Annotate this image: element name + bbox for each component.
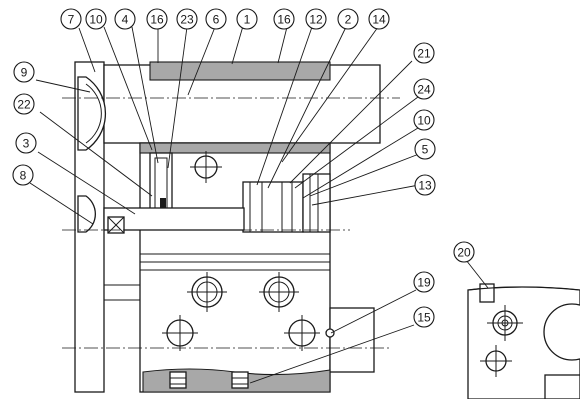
callout-2: 2 bbox=[337, 8, 359, 30]
callout-circle bbox=[12, 164, 34, 186]
detail-edge bbox=[544, 374, 580, 399]
callout-number: 6 bbox=[213, 13, 220, 27]
callout-12: 12 bbox=[305, 8, 327, 30]
bottom-screws bbox=[169, 371, 249, 389]
callout-number: 10 bbox=[417, 114, 431, 128]
callout-number: 10 bbox=[89, 13, 103, 27]
callout-number: 13 bbox=[418, 179, 432, 193]
callout-number: 22 bbox=[17, 98, 31, 112]
callout-23: 23 bbox=[176, 8, 198, 30]
callout-number: 24 bbox=[417, 83, 431, 97]
callout-circle bbox=[414, 174, 436, 196]
callout-circle bbox=[413, 78, 435, 100]
callout-circle bbox=[305, 8, 327, 30]
side-block bbox=[329, 307, 375, 373]
callout-7: 7 bbox=[60, 8, 82, 30]
callout-22: 22 bbox=[13, 93, 35, 115]
callout-circle bbox=[13, 93, 35, 115]
piston-rod bbox=[103, 207, 245, 231]
callout-1: 1 bbox=[236, 8, 258, 30]
callout-number: 14 bbox=[372, 13, 386, 27]
bushing-top-gray bbox=[149, 61, 331, 81]
set-screw bbox=[231, 371, 249, 389]
callout-14: 14 bbox=[368, 8, 390, 30]
callout-number: 20 bbox=[457, 246, 471, 260]
callout-13: 13 bbox=[414, 174, 436, 196]
rod-collar bbox=[302, 173, 331, 233]
callout-circle bbox=[60, 8, 82, 30]
callout-number: 12 bbox=[309, 13, 323, 27]
body-top-gray bbox=[139, 142, 331, 154]
callout-number: 15 bbox=[417, 311, 431, 325]
main-view bbox=[62, 61, 400, 393]
callout-number: 16 bbox=[150, 13, 164, 27]
detail-large-bore bbox=[543, 303, 580, 361]
callout-number: 3 bbox=[23, 137, 30, 151]
callout-circle bbox=[413, 271, 435, 293]
callout-10: 10 bbox=[413, 109, 435, 131]
callout-circle bbox=[114, 8, 136, 30]
callout-circle bbox=[146, 8, 168, 30]
callout-9: 9 bbox=[13, 61, 35, 83]
callout-20: 20 bbox=[453, 241, 475, 263]
bolt-holes bbox=[162, 151, 320, 351]
set-screw bbox=[169, 371, 187, 389]
callout-number: 8 bbox=[20, 169, 27, 183]
callout-circle bbox=[13, 61, 35, 83]
callout-24: 24 bbox=[413, 78, 435, 100]
callout-5: 5 bbox=[414, 138, 436, 160]
port-fitting bbox=[325, 328, 335, 338]
leader-lines bbox=[29, 25, 489, 384]
callout-number: 1 bbox=[244, 13, 251, 27]
callout-10: 10 bbox=[85, 8, 107, 30]
callout-3: 3 bbox=[15, 132, 37, 154]
callout-6: 6 bbox=[205, 8, 227, 30]
callout-circle bbox=[236, 8, 258, 30]
callout-circle bbox=[413, 109, 435, 131]
callout-circle bbox=[337, 8, 359, 30]
callout-16: 16 bbox=[146, 8, 168, 30]
callout-circle bbox=[368, 8, 390, 30]
detail-view bbox=[467, 283, 580, 399]
callout-number: 19 bbox=[417, 276, 431, 290]
callout-number: 23 bbox=[180, 13, 194, 27]
callout-number: 2 bbox=[345, 13, 352, 27]
callout-21: 21 bbox=[413, 42, 435, 64]
callout-number: 21 bbox=[417, 47, 431, 61]
callout-circle bbox=[413, 42, 435, 64]
callout-circle bbox=[273, 8, 295, 30]
callout-circle bbox=[453, 241, 475, 263]
callout-16: 16 bbox=[273, 8, 295, 30]
callout-number: 4 bbox=[122, 13, 129, 27]
callout-15: 15 bbox=[413, 306, 435, 328]
callout-circle bbox=[85, 8, 107, 30]
bushing-right bbox=[242, 181, 304, 233]
callout-4: 4 bbox=[114, 8, 136, 30]
callout-layer: 7 10 4 16 23 6 1 16 12 2 14 9 22 3 8 21 24 10 5 13 19 15 20 bbox=[12, 8, 475, 328]
callout-19: 19 bbox=[413, 271, 435, 293]
callout-number: 7 bbox=[68, 13, 75, 27]
callout-number: 9 bbox=[21, 66, 28, 80]
callout-circle bbox=[15, 132, 37, 154]
callout-circle bbox=[176, 8, 198, 30]
callout-circle bbox=[205, 8, 227, 30]
callout-8: 8 bbox=[12, 164, 34, 186]
callout-circle bbox=[413, 306, 435, 328]
callout-number: 5 bbox=[422, 143, 429, 157]
callout-circle bbox=[414, 138, 436, 160]
callout-number: 16 bbox=[277, 13, 291, 27]
seal-block bbox=[160, 198, 166, 208]
